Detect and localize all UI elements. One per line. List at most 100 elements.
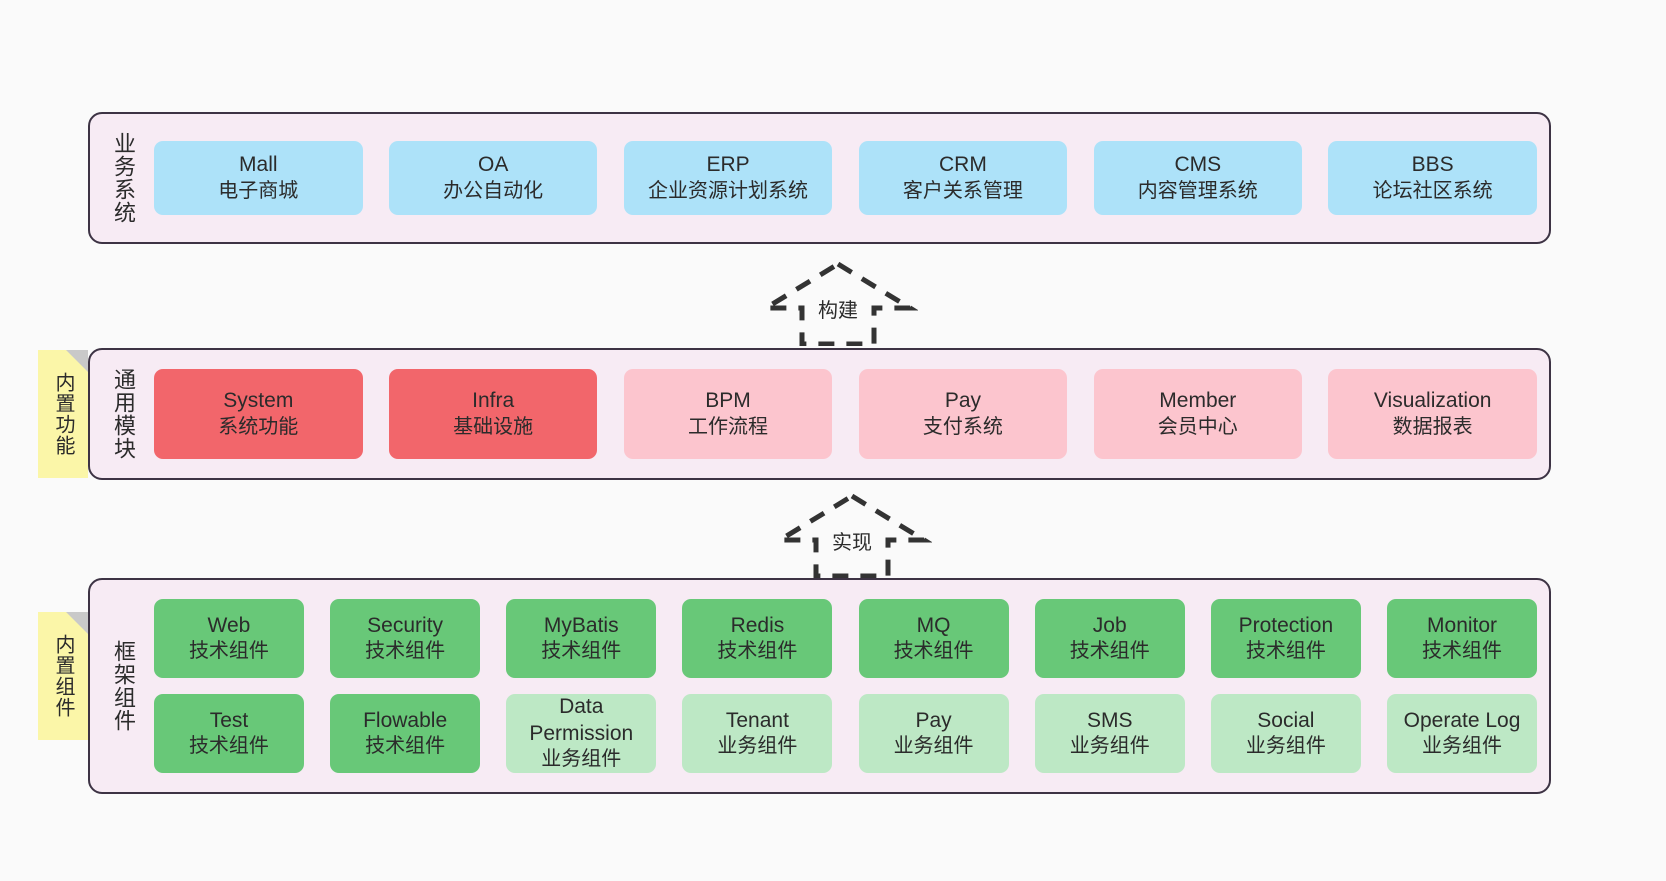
card-job[interactable]: Job 技术组件 xyxy=(1034,599,1185,678)
card-mall[interactable]: Mall 电子商城 xyxy=(154,141,363,215)
business-card-row: Mall 电子商城 OA 办公自动化 ERP 企业资源计划系统 CRM 客户关系… xyxy=(154,141,1537,215)
card-social-subtitle: 业务组件 xyxy=(1245,735,1326,758)
card-flowable[interactable]: Flowable 技术组件 xyxy=(330,694,481,773)
card-security-subtitle: 技术组件 xyxy=(365,640,446,663)
card-pay-module[interactable]: Pay 支付系统 xyxy=(858,369,1068,459)
card-member-title: Member xyxy=(1159,389,1237,413)
card-redis-subtitle: 技术组件 xyxy=(717,640,798,663)
card-social[interactable]: Social 业务组件 xyxy=(1210,694,1361,773)
card-mybatis[interactable]: MyBatis 技术组件 xyxy=(506,599,657,678)
card-bpm[interactable]: BPM 工作流程 xyxy=(623,369,833,459)
sticky-note-builtin-components-label: 内置组件 xyxy=(52,634,74,718)
layer-framework-body: Web 技术组件 Security 技术组件 MyBatis 技术组件 Redi… xyxy=(144,590,1537,782)
card-oa-title: OA xyxy=(478,153,509,177)
card-monitor-title: Monitor xyxy=(1427,613,1498,637)
arrow-build-label: 构建 xyxy=(814,294,862,323)
layer-framework-title: 框架组件 xyxy=(110,640,136,732)
arrow-implement: 实现 xyxy=(772,492,932,578)
card-pay-component-subtitle: 业务组件 xyxy=(893,735,974,758)
layer-business-body: Mall 电子商城 OA 办公自动化 ERP 企业资源计划系统 CRM 客户关系… xyxy=(144,124,1537,232)
card-crm[interactable]: CRM 客户关系管理 xyxy=(858,141,1068,215)
card-operate-log-subtitle: 业务组件 xyxy=(1422,735,1503,758)
card-operate-log[interactable]: Operate Log 业务组件 xyxy=(1387,694,1537,773)
card-test-subtitle: 技术组件 xyxy=(188,735,269,758)
card-job-title: Job xyxy=(1092,613,1127,637)
card-infra[interactable]: Infra 基础设施 xyxy=(388,369,598,459)
card-test-title: Test xyxy=(209,708,249,732)
card-mybatis-subtitle: 技术组件 xyxy=(541,640,622,663)
card-visualization-subtitle: 数据报表 xyxy=(1392,415,1473,438)
card-mq-subtitle: 技术组件 xyxy=(893,640,974,663)
layer-business-systems: 业务系统 Mall 电子商城 OA 办公自动化 ERP 企业资源计划系统 CRM xyxy=(88,112,1551,244)
card-oa-subtitle: 办公自动化 xyxy=(443,179,544,202)
card-monitor[interactable]: Monitor 技术组件 xyxy=(1387,599,1537,678)
framework-card-row-1: Web 技术组件 Security 技术组件 MyBatis 技术组件 Redi… xyxy=(154,599,1537,678)
card-protection-subtitle: 技术组件 xyxy=(1245,640,1326,663)
card-system[interactable]: System 系统功能 xyxy=(154,369,363,459)
card-data-permission-subtitle: 业务组件 xyxy=(541,748,622,771)
card-sms[interactable]: SMS 业务组件 xyxy=(1034,694,1185,773)
card-web[interactable]: Web 技术组件 xyxy=(154,599,304,678)
sticky-note-builtin-features-label: 内置功能 xyxy=(52,372,74,456)
card-bpm-title: BPM xyxy=(705,389,751,413)
arrow-build-shape xyxy=(758,261,918,346)
card-test[interactable]: Test 技术组件 xyxy=(154,694,304,773)
layer-common-modules: 通用模块 System 系统功能 Infra 基础设施 BPM 工作流程 Pay xyxy=(88,348,1551,480)
layer-business-title: 业务系统 xyxy=(110,132,136,224)
card-pay-component-title: Pay xyxy=(915,708,952,732)
sticky-note-builtin-components: 内置组件 xyxy=(38,612,88,740)
card-bpm-subtitle: 工作流程 xyxy=(688,415,769,438)
layer-framework-components: 框架组件 Web 技术组件 Security 技术组件 MyBatis 技术组件… xyxy=(88,578,1551,794)
card-system-title: System xyxy=(223,389,294,413)
card-pay-component[interactable]: Pay 业务组件 xyxy=(858,694,1009,773)
card-monitor-subtitle: 技术组件 xyxy=(1422,640,1503,663)
card-bbs-title: BBS xyxy=(1411,153,1454,177)
card-cms-title: CMS xyxy=(1174,153,1222,177)
card-job-subtitle: 技术组件 xyxy=(1069,640,1150,663)
card-security[interactable]: Security 技术组件 xyxy=(330,599,481,678)
framework-card-row-2: Test 技术组件 Flowable 技术组件 Data Permission … xyxy=(154,694,1537,773)
card-visualization-title: Visualization xyxy=(1373,389,1492,413)
card-mq[interactable]: MQ 技术组件 xyxy=(858,599,1009,678)
card-protection-title: Protection xyxy=(1238,613,1334,637)
card-mall-subtitle: 电子商城 xyxy=(218,179,299,202)
card-data-permission[interactable]: Data Permission 业务组件 xyxy=(506,694,657,773)
card-member[interactable]: Member 会员中心 xyxy=(1093,369,1303,459)
card-crm-title: CRM xyxy=(939,153,987,177)
card-security-title: Security xyxy=(367,613,444,637)
card-erp-subtitle: 企业资源计划系统 xyxy=(648,179,809,202)
card-protection[interactable]: Protection 技术组件 xyxy=(1210,599,1361,678)
arrow-build: 构建 xyxy=(758,260,918,346)
card-flowable-title: Flowable xyxy=(363,708,448,732)
card-infra-title: Infra xyxy=(472,389,515,413)
card-system-subtitle: 系统功能 xyxy=(218,415,299,438)
card-redis[interactable]: Redis 技术组件 xyxy=(682,599,833,678)
arrow-implement-label: 实现 xyxy=(828,526,876,555)
card-tenant-subtitle: 业务组件 xyxy=(717,735,798,758)
card-bbs-subtitle: 论坛社区系统 xyxy=(1372,179,1493,202)
arrow-implement-shape xyxy=(772,493,932,578)
card-sms-title: SMS xyxy=(1086,708,1133,732)
card-erp[interactable]: ERP 企业资源计划系统 xyxy=(623,141,833,215)
card-tenant[interactable]: Tenant 业务组件 xyxy=(682,694,833,773)
layer-modules-title: 通用模块 xyxy=(110,368,136,460)
card-pay-module-title: Pay xyxy=(944,389,982,413)
card-mq-title: MQ xyxy=(916,613,951,637)
card-flowable-subtitle: 技术组件 xyxy=(365,735,446,758)
card-sms-subtitle: 业务组件 xyxy=(1069,735,1150,758)
card-redis-title: Redis xyxy=(730,613,785,637)
card-cms[interactable]: CMS 内容管理系统 xyxy=(1093,141,1303,215)
card-bbs[interactable]: BBS 论坛社区系统 xyxy=(1328,141,1537,215)
card-crm-subtitle: 客户关系管理 xyxy=(902,179,1023,202)
card-social-title: Social xyxy=(1257,708,1315,732)
card-operate-log-title: Operate Log xyxy=(1403,708,1521,732)
card-cms-subtitle: 内容管理系统 xyxy=(1137,179,1258,202)
card-web-subtitle: 技术组件 xyxy=(188,640,269,663)
card-oa[interactable]: OA 办公自动化 xyxy=(388,141,598,215)
card-member-subtitle: 会员中心 xyxy=(1157,415,1238,438)
sticky-fold-corner-icon xyxy=(66,350,88,372)
layer-modules-body: System 系统功能 Infra 基础设施 BPM 工作流程 Pay 支付系统… xyxy=(144,360,1537,468)
card-tenant-title: Tenant xyxy=(725,708,789,732)
card-visualization[interactable]: Visualization 数据报表 xyxy=(1328,369,1537,459)
